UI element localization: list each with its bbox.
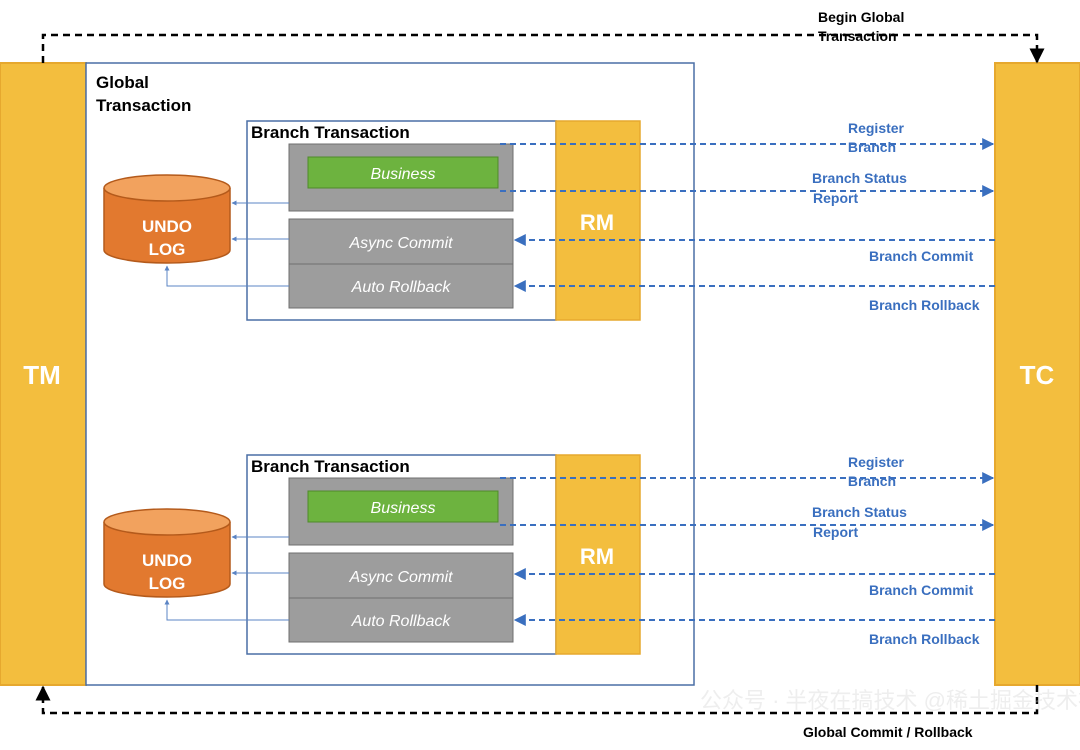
branch-2-status-label-1: Branch Status <box>812 504 907 520</box>
begin-global-label-2: Transaction <box>818 28 897 44</box>
branch-2-business-box <box>307 490 499 523</box>
branch-1: Branch Transaction Business Async Commit… <box>103 120 995 321</box>
branch-1-commit-label: Branch Commit <box>869 248 974 264</box>
branch-1-business-box <box>307 156 499 189</box>
branch-2-status-label-2: Report <box>813 524 858 540</box>
branch-2-rollback-label: Branch Rollback <box>869 631 980 647</box>
tm-label: TM <box>23 360 61 390</box>
branch-1-async-commit-box <box>288 218 514 265</box>
global-transaction-label-1: Global <box>96 73 149 92</box>
branch-2-rollback-undo-arrow <box>164 599 289 621</box>
branch-1-register-label-2: Branch <box>848 139 896 155</box>
branch-2-register-label-2: Branch <box>848 473 896 489</box>
tc-label: TC <box>1020 360 1055 390</box>
branch-1-rm-label: RM <box>580 210 614 235</box>
branch-1-undo-label-1: UNDO <box>142 217 192 236</box>
tm-block: TM <box>0 62 87 686</box>
global-commit-flow: Global Commit / Rollback <box>35 685 1039 740</box>
branch-1-undo-log: UNDO LOG <box>103 174 231 264</box>
branch-2-undo-label-1: UNDO <box>142 551 192 570</box>
branch-1-register-label-1: Register <box>848 120 905 136</box>
branch-1-auto-rollback-label: Auto Rollback <box>351 279 452 296</box>
branch-1-undo-label-2: LOG <box>149 240 186 259</box>
branch-1-auto-rollback-box <box>288 263 514 309</box>
branch-2-register-label-1: Register <box>848 454 905 470</box>
branch-2-async-commit-box <box>288 552 514 599</box>
branch-2-undo-label-2: LOG <box>149 574 186 593</box>
branch-1-status-label-1: Branch Status <box>812 170 907 186</box>
branch-2-rm-label: RM <box>580 544 614 569</box>
branch-1-rollback-label: Branch Rollback <box>869 297 980 313</box>
branch-1-rollback-undo-arrow <box>164 265 289 287</box>
branch-2-async-commit-label: Async Commit <box>348 569 453 586</box>
begin-global-label-1: Begin Global <box>818 9 904 25</box>
branch-2-commit-label: Branch Commit <box>869 582 974 598</box>
branch-2: Branch Transaction Business Async Commit… <box>103 454 995 655</box>
global-commit-label: Global Commit / Rollback <box>803 724 973 740</box>
begin-global-flow: Begin Global Transaction <box>41 9 1045 64</box>
branch-2-business-label: Business <box>371 500 436 517</box>
branch-1-async-commit-label: Async Commit <box>348 235 453 252</box>
tc-block: TC <box>994 62 1080 686</box>
branch-2-title: Branch Transaction <box>251 457 410 476</box>
branch-2-undo-log: UNDO LOG <box>103 508 231 598</box>
global-transaction-label-2: Transaction <box>96 96 191 115</box>
watermark: 公众号 · 半夜在搞技术 @稀土掘金技术社区 <box>700 688 1080 713</box>
branch-1-title: Branch Transaction <box>251 123 410 142</box>
branch-2-auto-rollback-label: Auto Rollback <box>351 613 452 630</box>
branch-1-business-label: Business <box>371 166 436 183</box>
branch-1-status-label-2: Report <box>813 190 858 206</box>
